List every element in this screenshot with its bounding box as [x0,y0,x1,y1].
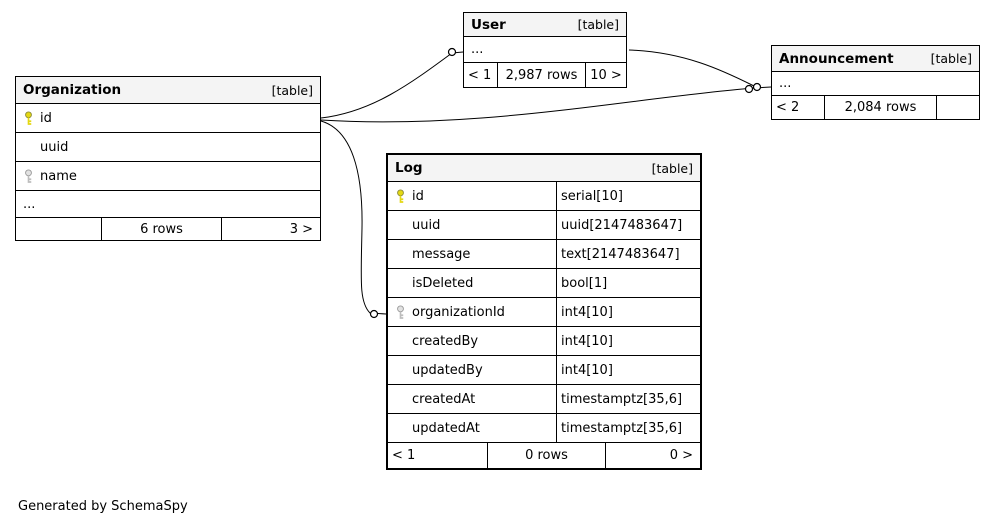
primary-key-icon [395,188,406,205]
column-type: timestamptz[35,6] [561,420,683,436]
column-row-createdby[interactable]: createdBy int4[10] [388,327,700,356]
ellipsis-text: ... [471,42,484,57]
table-organization-footer: 6 rows 3 > [16,218,320,240]
column-row-updatedby[interactable]: updatedBy int4[10] [388,356,700,385]
pager-right[interactable]: 10 > [585,63,626,87]
generated-by-note: Generated by SchemaSpy [18,499,188,514]
column-name: id [412,188,424,204]
pager-right[interactable]: 0 > [605,443,700,468]
pager-left [16,218,101,240]
ellipsis-row: ... [464,37,626,63]
edge-endpoint-announcement-a [744,84,754,94]
row-count: 0 rows [487,443,605,468]
edge-organization-user [320,51,464,119]
column-row-createdat[interactable]: createdAt timestamptz[35,6] [388,385,700,414]
column-name: createdBy [412,333,479,349]
column-row-isdeleted[interactable]: isDeleted bool[1] [388,269,700,298]
edge-user-announcement [628,49,755,87]
column-row-id[interactable]: id serial[10] [388,182,700,211]
ellipsis-text: ... [23,196,36,212]
table-user-footer: < 1 2,987 rows 10 > [464,63,626,87]
edge-endpoint-log [369,309,379,319]
column-row-updatedat[interactable]: updatedAt timestamptz[35,6] [388,414,700,443]
table-badge: [table] [577,17,619,32]
column-name: uuid [40,139,69,155]
table-organization[interactable]: Organization [table] id uuid name ... 6 … [15,76,321,241]
column-name: name [40,168,77,184]
pager-left[interactable]: < 2 [776,100,800,115]
column-type: serial[10] [561,188,623,204]
secondary-key-icon [23,168,34,185]
column-row-name[interactable]: name [16,162,320,191]
table-log[interactable]: Log [table] id serial[10] uuid uuid[2147… [386,153,702,470]
pager-right[interactable]: 3 > [221,218,320,240]
ellipsis-row: ... [772,72,979,96]
column-type: int4[10] [561,333,613,349]
ellipsis-row: ... [16,191,320,218]
table-title: Organization [23,82,122,98]
row-count: 2,084 rows [824,96,936,119]
column-type: bool[1] [561,275,608,291]
column-row-organizationid[interactable]: organizationId int4[10] [388,298,700,327]
table-user[interactable]: User [table] ... < 1 2,987 rows 10 > [463,12,627,88]
column-name: updatedBy [412,362,483,378]
table-title: Announcement [779,50,894,67]
column-type: timestamptz[35,6] [561,391,683,407]
column-name: organizationId [412,304,505,320]
ellipsis-text: ... [779,76,792,91]
column-type: text[2147483647] [561,246,680,262]
table-log-footer: < 1 0 rows 0 > [388,443,700,468]
table-badge: [table] [930,51,972,66]
edge-endpoint-user [447,47,457,57]
column-type: uuid[2147483647] [561,217,683,233]
table-badge: [table] [271,82,313,98]
pager-right [936,96,979,119]
column-type: int4[10] [561,362,613,378]
secondary-key-icon [395,304,406,321]
column-type: int4[10] [561,304,613,320]
table-organization-header[interactable]: Organization [table] [16,77,320,104]
column-name: createdAt [412,391,476,407]
column-row-message[interactable]: message text[2147483647] [388,240,700,269]
column-row-uuid[interactable]: uuid [16,133,320,162]
column-name: message [412,246,471,262]
pager-left[interactable]: < 1 [392,448,416,463]
row-count: 6 rows [101,218,221,240]
column-row-id[interactable]: id [16,104,320,133]
column-name: updatedAt [412,420,480,436]
table-user-header[interactable]: User [table] [464,13,626,37]
column-name: isDeleted [412,275,474,291]
table-title: Log [395,160,423,176]
row-count: 2,987 rows [497,63,585,87]
table-announcement-header[interactable]: Announcement [table] [772,46,979,72]
primary-key-icon [23,110,34,127]
table-title: User [471,16,506,33]
pager-left[interactable]: < 1 [468,67,492,83]
column-row-uuid[interactable]: uuid uuid[2147483647] [388,211,700,240]
column-name: id [40,110,52,126]
edge-organization-announcement [320,86,772,123]
edge-endpoint-announcement-b [752,82,762,92]
table-badge: [table] [651,160,693,176]
table-log-header[interactable]: Log [table] [388,155,700,182]
edge-organization-log [320,120,387,315]
table-announcement[interactable]: Announcement [table] ... < 2 2,084 rows [771,45,980,120]
column-name: uuid [412,217,441,233]
table-announcement-footer: < 2 2,084 rows [772,96,979,119]
